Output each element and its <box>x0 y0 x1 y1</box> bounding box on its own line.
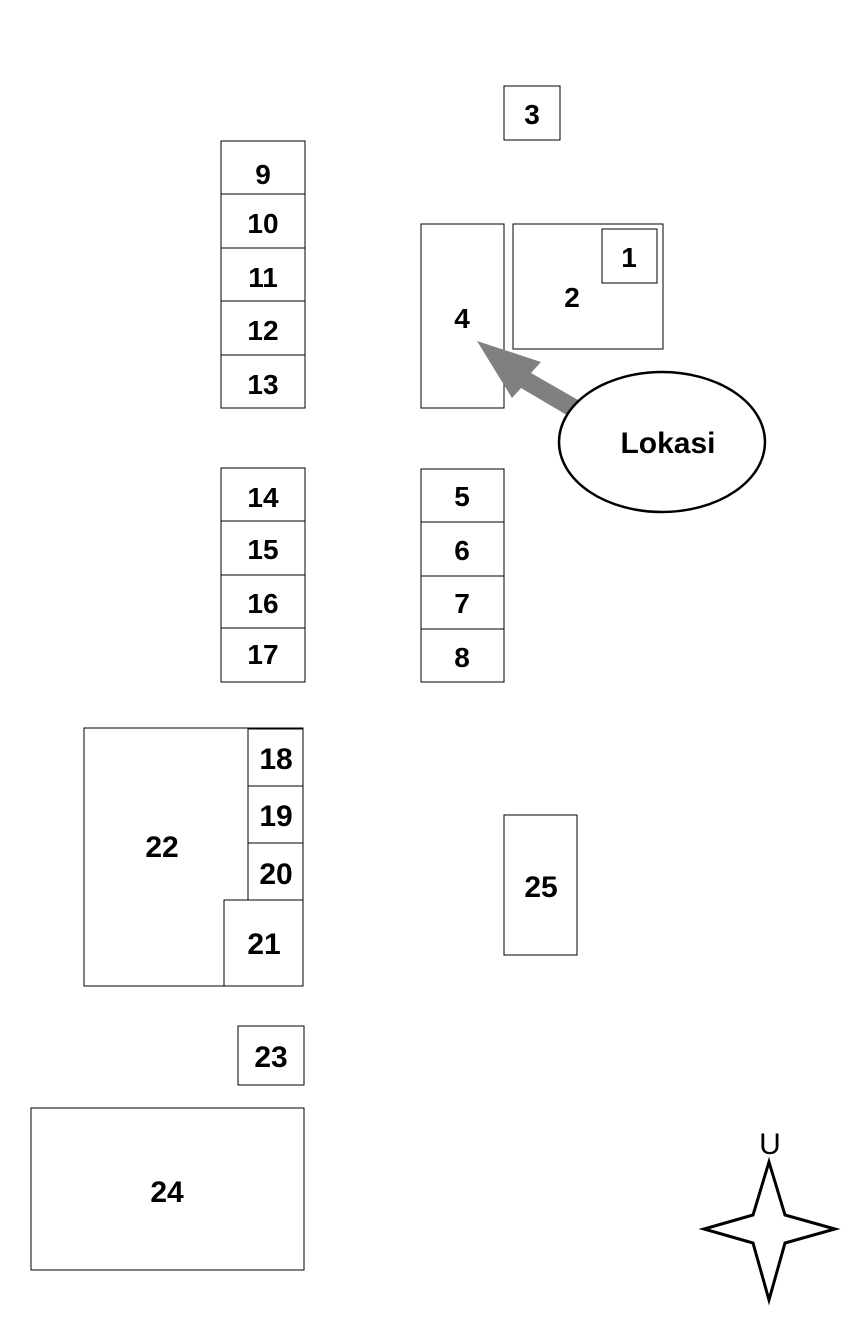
building-label-16: 16 <box>247 588 278 619</box>
building-label-23: 23 <box>254 1041 287 1074</box>
building-13 <box>220 354 306 409</box>
building-21 <box>223 899 304 987</box>
building-8 <box>420 628 505 683</box>
building-label-8: 8 <box>454 642 470 673</box>
building-label-11: 11 <box>248 262 278 293</box>
building-label-2: 2 <box>564 282 580 313</box>
building-label-25: 25 <box>524 871 557 904</box>
building-label-10: 10 <box>247 208 278 239</box>
building-label-15: 15 <box>247 534 278 565</box>
building-label-17: 17 <box>247 639 278 670</box>
building-3 <box>503 85 561 141</box>
building-label-22: 22 <box>145 831 178 864</box>
building-label-1: 1 <box>621 242 637 273</box>
compass-star-icon <box>698 1156 841 1306</box>
building-label-6: 6 <box>454 535 470 566</box>
building-19 <box>247 785 304 844</box>
location-ellipse <box>557 370 767 514</box>
location-label: Lokasi <box>620 427 715 460</box>
compass-north-label: U <box>759 1128 781 1161</box>
building-4 <box>420 223 505 409</box>
building-label-7: 7 <box>454 588 470 619</box>
building-label-14: 14 <box>247 482 279 513</box>
building-label-5: 5 <box>454 481 470 512</box>
building-label-21: 21 <box>247 928 280 961</box>
location-arrow <box>477 341 592 424</box>
building-1 <box>601 228 658 284</box>
building-24 <box>30 1107 305 1271</box>
building-25 <box>503 814 578 956</box>
building-20 <box>247 842 304 901</box>
building-label-24: 24 <box>150 1176 184 1209</box>
building-2 <box>512 223 664 350</box>
building-18 <box>247 728 304 787</box>
building-label-4: 4 <box>454 303 470 334</box>
building-label-3: 3 <box>524 99 540 130</box>
building-23 <box>237 1025 305 1086</box>
building-17 <box>220 627 306 683</box>
building-label-9: 9 <box>255 159 271 190</box>
building-labels: 1234567891011121314151617181920212223242… <box>145 99 636 1209</box>
building-label-13: 13 <box>247 369 278 400</box>
buildings <box>30 85 664 1271</box>
location-marker: Lokasi <box>477 341 767 514</box>
building-label-19: 19 <box>259 800 292 833</box>
building-label-18: 18 <box>259 743 292 776</box>
building-label-12: 12 <box>247 315 278 346</box>
building-label-20: 20 <box>259 858 292 891</box>
compass: U <box>698 1128 841 1306</box>
